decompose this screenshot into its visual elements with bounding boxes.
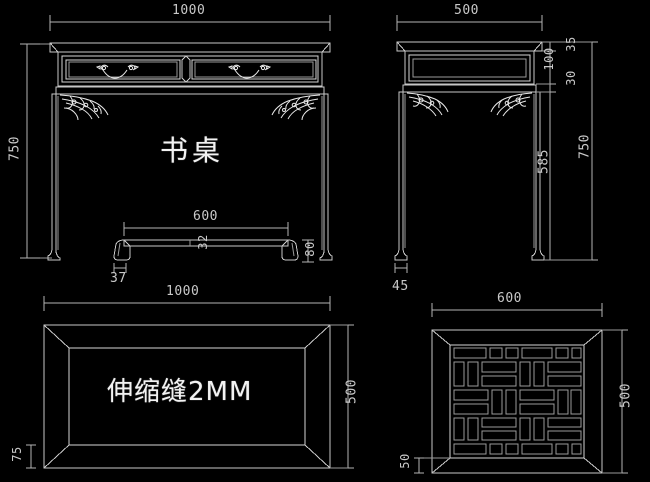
dim-label-plan-75: 75 bbox=[10, 446, 24, 462]
dim-label-side-585: 585 bbox=[536, 149, 552, 174]
corner-carving-left bbox=[59, 94, 109, 121]
dim-label-stretcher-32: 32 bbox=[196, 234, 210, 250]
dim-lattice-600 bbox=[431, 303, 603, 317]
dim-label-lattice-500: 500 bbox=[618, 383, 634, 408]
drawer-pull-left bbox=[95, 64, 140, 79]
dim-label-leg-37: 37 bbox=[110, 271, 127, 286]
lattice-panel-view bbox=[414, 303, 628, 474]
drawer-pull-right bbox=[227, 64, 272, 79]
dim-chain-vertical bbox=[536, 41, 598, 261]
dim-label-foot-80: 80 bbox=[303, 241, 317, 257]
dim-label-lattice-600: 600 bbox=[497, 291, 522, 306]
front-elevation-view bbox=[20, 15, 333, 273]
dim-foot-45 bbox=[394, 263, 408, 273]
dim-lattice-50 bbox=[414, 457, 450, 474]
lattice-bars bbox=[453, 347, 582, 455]
view-title-desk: 书桌 bbox=[160, 134, 225, 167]
dim-plan-500 bbox=[330, 324, 354, 469]
top-plan-view bbox=[26, 296, 354, 469]
dim-plan-1000 bbox=[43, 296, 331, 311]
dim-lattice-500 bbox=[602, 329, 628, 474]
dim-label-foot-45: 45 bbox=[392, 279, 409, 294]
dim-label-height-750: 750 bbox=[7, 136, 23, 161]
side-carving-left bbox=[406, 92, 449, 117]
dim-width-1000 bbox=[49, 15, 331, 31]
dim-label-side-100: 100 bbox=[542, 47, 556, 71]
corner-carving-right bbox=[271, 94, 321, 121]
dim-height-750 bbox=[20, 43, 52, 259]
dim-label-plan-500: 500 bbox=[344, 379, 360, 404]
plan-note-expansion-joint: 伸缩缝2MM bbox=[107, 377, 253, 407]
dim-label-side-750: 750 bbox=[577, 134, 593, 159]
dim-label-lattice-50: 50 bbox=[398, 453, 412, 469]
side-elevation-view bbox=[394, 15, 598, 273]
dim-depth-500 bbox=[396, 15, 543, 31]
side-carving-right bbox=[490, 92, 533, 117]
dim-label-plan-1000: 1000 bbox=[166, 284, 200, 299]
dim-label-side-30: 30 bbox=[564, 70, 578, 86]
dim-label-width-1000: 1000 bbox=[172, 3, 206, 18]
stretcher-detail bbox=[113, 222, 314, 273]
dim-label-stretcher-600: 600 bbox=[193, 209, 218, 224]
dim-label-depth-500: 500 bbox=[454, 3, 479, 18]
dim-plan-75 bbox=[26, 444, 36, 469]
dim-label-side-35: 35 bbox=[564, 36, 578, 52]
